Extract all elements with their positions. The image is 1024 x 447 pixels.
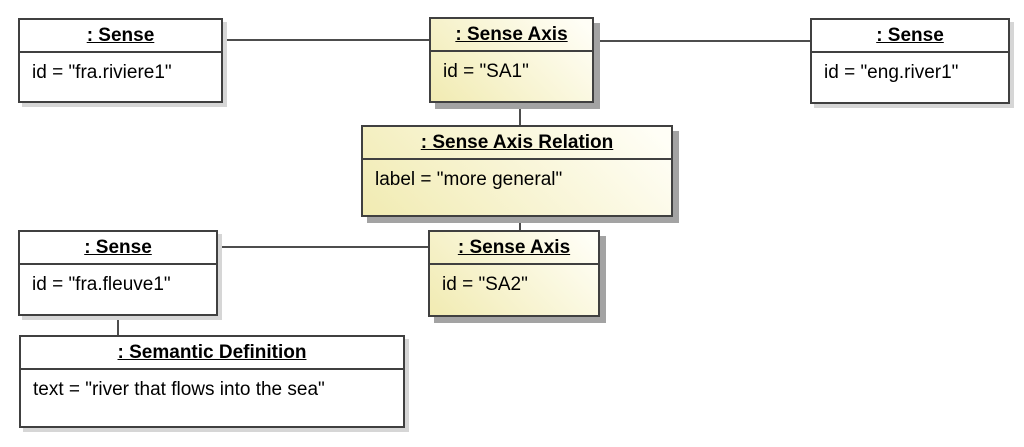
- object-attribute: id = "SA1": [443, 61, 529, 82]
- connector-riviere1-to-sa1: [222, 39, 432, 41]
- object-title: : Semantic Definition: [21, 337, 403, 370]
- object-title: : Sense: [20, 20, 221, 53]
- object-attribute: text = "river that flows into the sea": [33, 379, 325, 400]
- object-title: : Sense: [20, 232, 216, 265]
- object-title: : Sense Axis Relation: [363, 127, 671, 160]
- object-attribute: id = "fra.riviere1": [32, 62, 172, 83]
- object-title: : Sense: [812, 20, 1008, 53]
- object-attribute: id = "eng.river1": [824, 62, 959, 83]
- uml-object-sense-axis-sa1: : Sense Axis id = "SA1": [429, 17, 594, 103]
- connector-sa1-to-river1: [592, 40, 812, 42]
- connector-fleuve1-to-sa2: [216, 246, 431, 248]
- connector-relation-to-sa2: [519, 213, 521, 233]
- uml-object-sense-axis-relation: : Sense Axis Relation label = "more gene…: [361, 125, 673, 217]
- connector-sa1-to-relation: [519, 100, 521, 128]
- object-title: : Sense Axis: [431, 19, 592, 52]
- uml-object-semantic-definition: : Semantic Definition text = "river that…: [19, 335, 405, 428]
- object-attribute: id = "fra.fleuve1": [32, 274, 171, 295]
- object-attribute: label = "more general": [375, 169, 563, 190]
- object-attribute: id = "SA2": [442, 274, 528, 295]
- uml-object-sense-fra-fleuve1: : Sense id = "fra.fleuve1": [18, 230, 218, 316]
- uml-object-sense-eng-river1: : Sense id = "eng.river1": [810, 18, 1010, 104]
- object-title: : Sense Axis: [430, 232, 598, 265]
- connector-fleuve1-to-semdef: [117, 313, 119, 338]
- uml-object-sense-axis-sa2: : Sense Axis id = "SA2": [428, 230, 600, 317]
- uml-object-sense-fra-riviere1: : Sense id = "fra.riviere1": [18, 18, 223, 103]
